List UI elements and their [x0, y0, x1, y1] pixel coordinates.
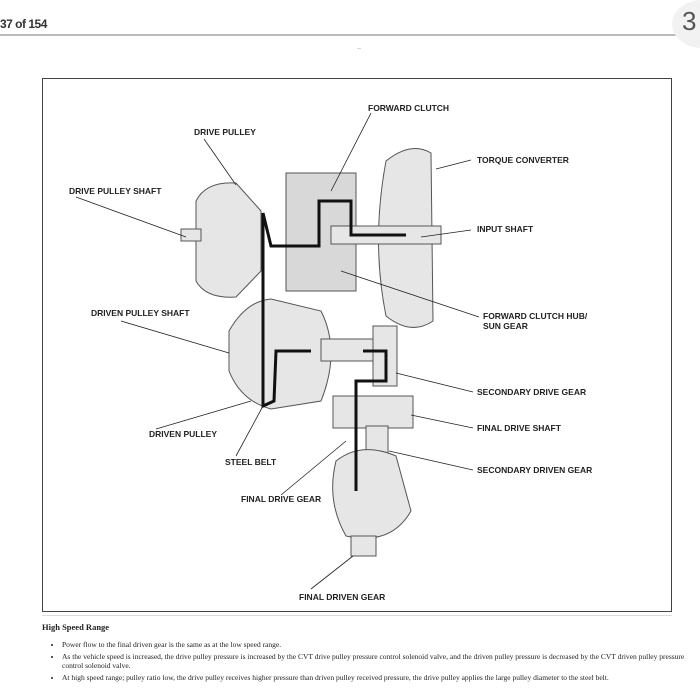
section-divider: [42, 615, 672, 616]
label-driven-pulley-shaft: DRIVEN PULLEY SHAFT: [91, 308, 190, 318]
side-nav-label: 3: [682, 6, 697, 36]
label-input-shaft: INPUT SHAFT: [477, 224, 534, 234]
label-drive-pulley: DRIVE PULLEY: [194, 127, 256, 137]
label-driven-pulley: DRIVEN PULLEY: [149, 429, 217, 439]
label-secondary-drive-gear: SECONDARY DRIVE GEAR: [477, 387, 586, 397]
label-drive-pulley-shaft: DRIVE PULLEY SHAFT: [69, 186, 162, 196]
bullet-item: As the vehicle speed is increased, the d…: [62, 652, 700, 670]
label-steel-belt: STEEL BELT: [225, 457, 277, 467]
drive-pulley-shape: [195, 182, 262, 298]
drive-pulley-shaft-shape: [180, 228, 202, 242]
bullet-item: At high speed range; pulley ratio low, t…: [62, 673, 700, 682]
label-forward-clutch: FORWARD CLUTCH: [368, 103, 449, 113]
final-drive-shaft-shape: [332, 395, 414, 429]
label-final-driven-gear: FINAL DRIVEN GEAR: [299, 592, 385, 602]
high-speed-range-section: High Speed Range Power flow to the final…: [42, 622, 700, 685]
more-dots[interactable]: ..: [357, 42, 361, 51]
bullet-list: Power flow to the final driven gear is t…: [42, 640, 700, 682]
power-flow-arrow-final: [354, 349, 388, 491]
header-divider: [0, 34, 678, 36]
label-secondary-driven-gear: SECONDARY DRIVEN GEAR: [477, 465, 592, 475]
side-nav-button[interactable]: 3: [672, 0, 700, 48]
final-driven-gear-shape: [332, 449, 412, 539]
final-driven-gear-hub: [350, 535, 377, 557]
page-indicator: 37 of 154: [0, 17, 47, 31]
label-torque-converter: TORQUE CONVERTER: [477, 155, 569, 165]
label-final-drive-gear: FINAL DRIVE GEAR: [241, 494, 321, 504]
power-flow-arrow-input: [261, 199, 406, 409]
label-forward-clutch-hub: FORWARD CLUTCH HUB/: [483, 311, 588, 321]
bullet-item: Power flow to the final driven gear is t…: [62, 640, 700, 649]
diagram-svg: FORWARD CLUTCH DRIVE PULLEY TORQUE CONVE…: [69, 103, 592, 602]
cvt-power-flow-diagram: FORWARD CLUTCH DRIVE PULLEY TORQUE CONVE…: [42, 78, 672, 612]
power-flow-path: [261, 199, 406, 491]
label-final-drive-shaft: FINAL DRIVE SHAFT: [477, 423, 562, 433]
section-title: High Speed Range: [42, 622, 110, 632]
leader-lines: [75, 112, 480, 590]
label-sun-gear: SUN GEAR: [483, 321, 528, 331]
driven-pulley-shape: [228, 298, 332, 410]
